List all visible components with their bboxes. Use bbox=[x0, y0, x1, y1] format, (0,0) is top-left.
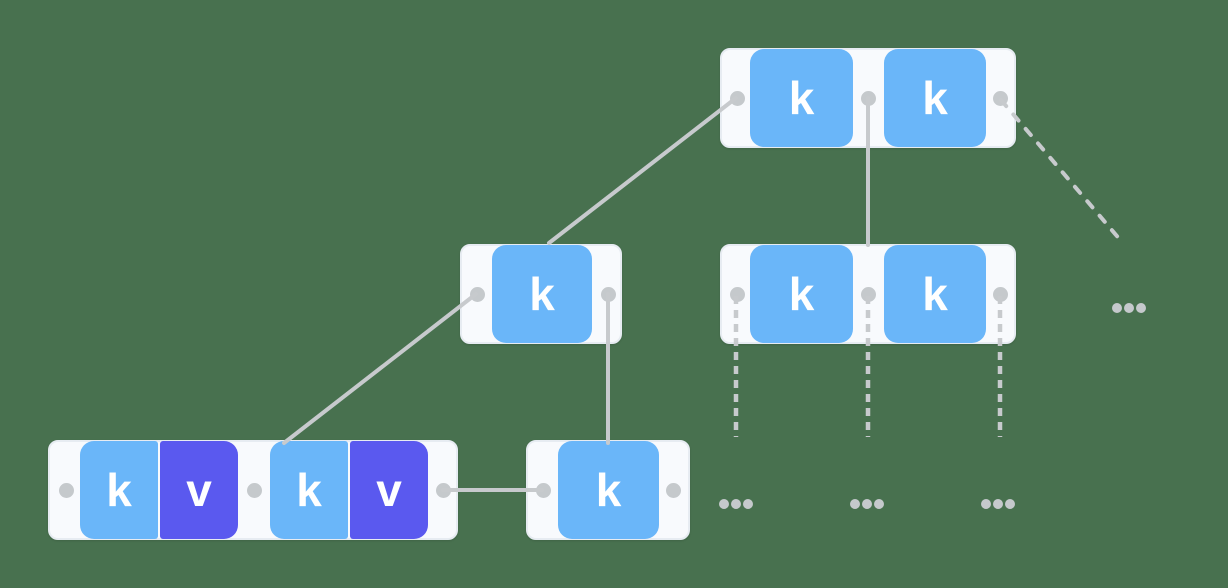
key-cell: k bbox=[884, 245, 986, 343]
key-label: k bbox=[788, 268, 815, 320]
pointer-dot-icon bbox=[247, 483, 262, 498]
key-label: k bbox=[106, 464, 132, 516]
value-cell: v bbox=[350, 441, 428, 539]
key-label: k bbox=[595, 464, 622, 516]
edge-root-to-truncated-subtree bbox=[999, 98, 1124, 244]
pointer-dot-icon bbox=[666, 483, 681, 498]
key-label: k bbox=[788, 72, 815, 124]
pointer-dot-icon bbox=[993, 287, 1008, 302]
key-label: k bbox=[296, 464, 322, 516]
key-cell: k bbox=[884, 49, 986, 147]
ellipsis-icon bbox=[719, 499, 753, 509]
internal-node-left: k bbox=[460, 244, 622, 344]
leaf-node-center: k bbox=[526, 440, 690, 540]
pointer-dot-icon bbox=[993, 91, 1008, 106]
pointer-dot-icon bbox=[59, 483, 74, 498]
pointer-dot-icon bbox=[861, 91, 876, 106]
pointer-dot-icon bbox=[536, 483, 551, 498]
value-label: v bbox=[186, 464, 212, 516]
key-cell: k bbox=[558, 441, 659, 539]
value-label: v bbox=[376, 464, 402, 516]
pointer-dot-icon bbox=[730, 91, 745, 106]
edge-root-to-internal-left bbox=[547, 96, 738, 245]
leaf-node-left: k v k v bbox=[48, 440, 458, 540]
pointer-dot-icon bbox=[601, 287, 616, 302]
ellipsis-icon bbox=[981, 499, 1015, 509]
key-cell: k bbox=[750, 245, 853, 343]
value-cell: v bbox=[160, 441, 238, 539]
pointer-dot-icon bbox=[436, 483, 451, 498]
key-label: k bbox=[922, 268, 948, 320]
pointer-dot-icon bbox=[470, 287, 485, 302]
key-label: k bbox=[529, 268, 555, 320]
ellipsis-icon bbox=[1112, 303, 1146, 313]
key-cell: k bbox=[492, 245, 592, 343]
pointer-dot-icon bbox=[861, 287, 876, 302]
edge-internal-left-to-leaf-left bbox=[282, 292, 478, 445]
key-cell: k bbox=[80, 441, 158, 539]
ellipsis-icon bbox=[850, 499, 884, 509]
key-label: k bbox=[922, 72, 948, 124]
key-cell: k bbox=[750, 49, 853, 147]
root-node: k k bbox=[720, 48, 1016, 148]
internal-node-right: k k bbox=[720, 244, 1016, 344]
key-cell: k bbox=[270, 441, 348, 539]
pointer-dot-icon bbox=[730, 287, 745, 302]
